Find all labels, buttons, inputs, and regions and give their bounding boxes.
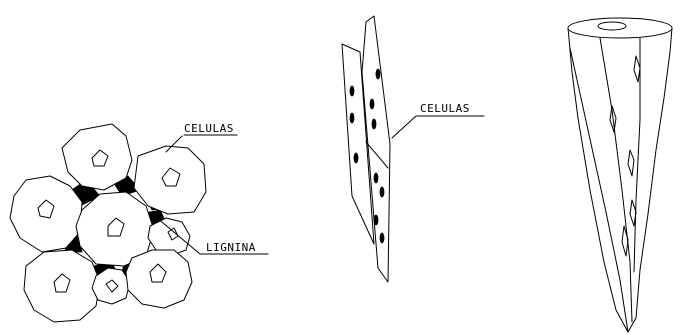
fiber-body (568, 28, 672, 332)
cell-left (10, 176, 82, 252)
fiber-top (568, 18, 672, 38)
fiber-cells: CELULAS (342, 16, 484, 282)
label-cross-section-cells: CELULAS (184, 122, 234, 135)
fiber-cells-leader-line (392, 116, 484, 138)
cell-bottom-right (126, 250, 192, 308)
cell-bottom-left (24, 250, 100, 322)
cell-top-right (134, 146, 206, 214)
label-fiber-cells: CELULAS (420, 102, 470, 115)
cell-cross-section: CELULAS LIGNINA (10, 122, 268, 322)
cell-top (62, 124, 132, 190)
tapered-fiber (568, 18, 672, 332)
label-lignin: LIGNINA (206, 241, 256, 254)
